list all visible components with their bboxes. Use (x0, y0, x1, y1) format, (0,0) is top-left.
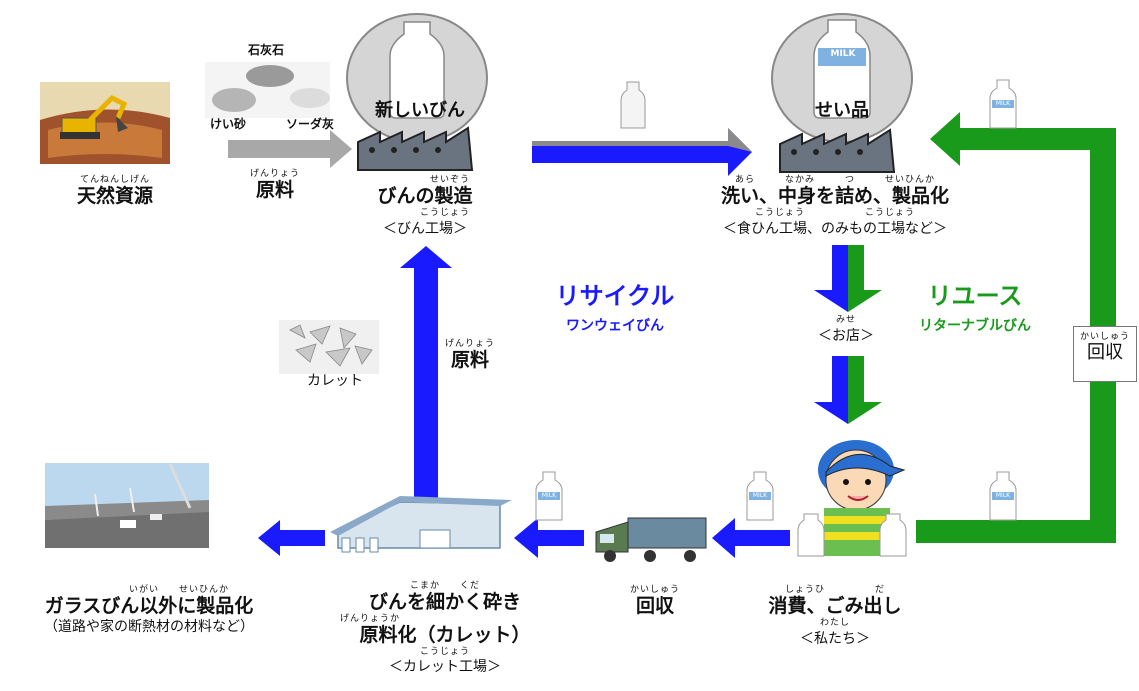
soda-ash-label: ソーダ灰 (286, 117, 335, 131)
reuse-title: リユース (927, 282, 1023, 310)
milk-bottle-small-4 (535, 471, 563, 521)
arrow-to-filling-plant (532, 128, 752, 176)
recycle-subtitle: ワンウェイびん (566, 318, 664, 335)
recycle-up-arrow (400, 246, 452, 505)
product-circle (771, 13, 913, 143)
new-bottle-label: 新しいびん (375, 100, 465, 121)
bottle-making-label: びんの製造 (377, 184, 473, 207)
bottle-factory-image (357, 126, 474, 171)
reuse-subtitle: リターナブルびん (919, 318, 1031, 335)
bottle-making-ruby: せいぞう (429, 175, 470, 185)
wash-fill-ruby: あら なかみ つ せいひんか (734, 175, 935, 185)
down-arrow-to-consumer (814, 356, 882, 424)
collection-bottom-ruby: かいしゅう (629, 585, 680, 595)
natural-resources-ruby: てんねんしげん (79, 175, 150, 185)
crush-ruby: こまか くだ (409, 581, 480, 591)
wash-fill-sub-ruby: こうじょう こうじょう (754, 207, 915, 218)
bottle-making-sub-ruby: こうじょう (419, 207, 470, 218)
product-bottle-text: MILK (830, 49, 856, 59)
other-products-label: ガラスびん以外に製品化 (44, 594, 254, 617)
collection-right-node: かいしゅう 回収 (1073, 326, 1137, 382)
limestone-label: 石灰石 (248, 43, 285, 57)
gray-arrow-raw-material (228, 130, 352, 168)
arrow-to-collection-truck (712, 518, 790, 558)
product-label: せい品 (815, 100, 869, 121)
recycle-title: リサイクル (555, 282, 675, 310)
new-bottle-circle (346, 13, 488, 143)
collection-truck-image (595, 517, 707, 562)
crush-label2: 原料化（カレット） (359, 623, 531, 646)
bottle-making-node: せいぞう びんの製造 こうじょう ＜びん工場＞ (360, 175, 490, 237)
collection-bottom-node: かいしゅう 回収 (615, 585, 695, 617)
collection-bottom-label: 回収 (635, 594, 674, 617)
consumption-ruby: しょうひ だ (784, 585, 885, 595)
crush-node: こまか くだ びんを細かく砕き げんりょうか 原料化（カレット） こうじょう ＜… (330, 581, 560, 676)
filling-factory-image (779, 128, 896, 173)
milk-bottle-small-2 (989, 471, 1017, 521)
raw-material-top-label: 原料 (255, 178, 294, 201)
crush-ruby2: げんりょうか (340, 613, 401, 624)
child-consumer-image (797, 440, 907, 557)
consumption-sub: ＜私たち＞ (800, 630, 870, 647)
reuse-block: リユース リターナブルびん (890, 283, 1060, 335)
other-products-ruby: いがい せいひんか (128, 585, 229, 595)
wash-fill-node: あら なかみ つ せいひんか 洗い、中身を詰め、製品化 こうじょう こうじょう … (680, 175, 990, 237)
raw-material-mid-node: げんりょう 原料 (440, 339, 500, 371)
raw-material-mid-ruby: げんりょう (444, 339, 495, 349)
store-node: みせ ＜お店＞ (806, 315, 886, 344)
arrow-to-other-products (258, 520, 325, 556)
raw-material-top-node: げんりょう 原料 (245, 169, 305, 201)
milk-bottle-small-1 (989, 79, 1017, 129)
milk-label-3: MILK (752, 492, 768, 499)
raw-material-top-ruby: げんりょう (249, 169, 300, 179)
other-products-node: いがい せいひんか ガラスびん以外に製品化 （道路や家の断熱材の材料など） (4, 585, 294, 635)
cullet-label: カレット (307, 373, 363, 389)
consumption-sub-ruby: わたし (819, 617, 850, 628)
bottle-making-sub: ＜びん工場＞ (383, 220, 467, 237)
milk-bottle-small-3 (746, 471, 774, 521)
natural-resources-label: 天然資源 (76, 184, 153, 207)
consumption-label: 消費、ごみ出し (768, 594, 902, 617)
recycle-block: リサイクル ワンウェイびん (530, 283, 700, 335)
milk-label-4: MILK (541, 492, 557, 499)
collection-right-label: 回収 (1087, 341, 1123, 363)
store-label: ＜お店＞ (818, 327, 874, 344)
wash-fill-label: 洗い、中身を詰め、製品化 (720, 184, 949, 207)
other-products-sub: （道路や家の断熱材の材料など） (44, 618, 254, 635)
down-arrow-to-store (814, 245, 882, 312)
arrow-to-cullet-factory (514, 518, 584, 558)
silica-sand-label: けい砂 (210, 117, 247, 131)
collection-right-ruby: かいしゅう (1079, 332, 1130, 342)
small-empty-bottle (620, 81, 646, 129)
consumption-node: しょうひ だ 消費、ごみ出し わたし ＜私たち＞ (740, 585, 930, 647)
natural-resources-node: てんねんしげん 天然資源 (60, 175, 170, 207)
milk-label-1: MILK (995, 100, 1011, 107)
crush-label: びんを細かく砕き (368, 590, 521, 613)
road-bridge-image (45, 463, 209, 548)
crush-sub: ＜カレット工場＞ (389, 659, 501, 676)
cullet-image (279, 320, 379, 374)
quarry-excavator-image (40, 82, 170, 164)
wash-fill-sub: ＜食ひん工場、のみもの工場など＞ (723, 220, 947, 237)
raw-material-mid-label: 原料 (450, 348, 489, 371)
cullet-factory-image (330, 496, 512, 553)
milk-label-2: MILK (995, 492, 1011, 499)
crush-sub-ruby: こうじょう (419, 646, 470, 657)
store-ruby: みせ (835, 315, 856, 325)
raw-material-piles-image (205, 62, 330, 118)
